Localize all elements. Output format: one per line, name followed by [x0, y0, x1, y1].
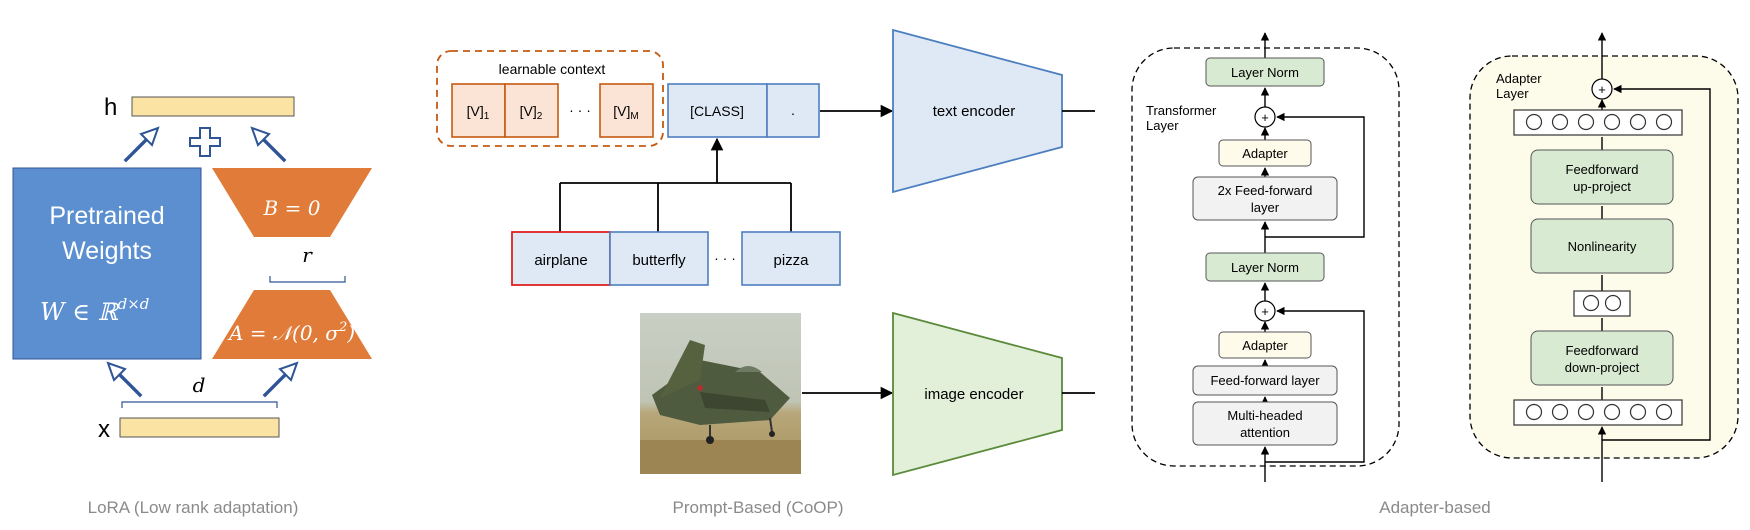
period-token	[766, 83, 820, 138]
ff2x-box	[1192, 176, 1338, 221]
pretrained-weights-box	[12, 167, 202, 360]
text-encoder-trapezoid	[892, 28, 1063, 194]
ff-up-line-1: Feedforward	[1566, 162, 1639, 177]
v1-label: [V]1	[467, 103, 490, 122]
class-airplane	[511, 231, 611, 286]
class-ellipsis: · · ·	[714, 250, 736, 266]
h-output-bar	[131, 96, 295, 117]
adapter-bottom-label: Adapter	[1242, 338, 1288, 353]
d-brace	[121, 401, 278, 408]
up-arrow-bottom-right-icon	[262, 361, 299, 398]
plus-icon	[189, 127, 221, 157]
adapter-top-label: Adapter	[1242, 146, 1288, 161]
class-airplane-label: airplane	[534, 252, 587, 269]
residual-add-top	[1254, 106, 1276, 128]
class-token	[667, 83, 768, 138]
coop-caption: Prompt-Based (CoOP)	[673, 498, 844, 517]
x-input-bar	[119, 417, 280, 438]
top-vector-icon	[1513, 109, 1683, 136]
pretrained-line-2: Weights	[62, 237, 152, 265]
period-token-label: .	[791, 102, 795, 118]
adapter-residual-add-label: +	[1598, 82, 1606, 97]
residual-add-top-label: +	[1261, 110, 1269, 125]
bottom-vector-icon	[1513, 399, 1683, 426]
adapter-layer-label-1: Adapter	[1496, 71, 1542, 86]
image-encoder-label: image encoder	[924, 386, 1023, 403]
class-pizza-label: pizza	[773, 252, 809, 269]
ff-down-line-1: Feedforward	[1566, 343, 1639, 358]
adapter-skip-connection	[1602, 84, 1711, 441]
class-token-label: [CLASS]	[690, 103, 744, 119]
context-token-vm	[599, 83, 654, 138]
airplane-photo	[640, 313, 801, 474]
adapter-top	[1218, 139, 1312, 167]
adapter-caption: Adapter-based	[1379, 498, 1491, 517]
mha-line-1: Multi-headed	[1227, 408, 1302, 423]
a-matrix-trapezoid	[212, 290, 372, 359]
b-label: B = 0	[263, 196, 321, 220]
adapter-layer-label-2: Layer	[1496, 86, 1529, 101]
b-matrix-trapezoid	[212, 168, 372, 237]
mha-box	[1192, 401, 1338, 446]
nonlinearity-label: Nonlinearity	[1568, 239, 1637, 254]
d-label: d	[193, 373, 206, 397]
bottleneck-vector-icon	[1573, 290, 1631, 317]
adapter-bottom	[1218, 331, 1312, 359]
up-arrow-left-icon	[123, 126, 160, 163]
x-label: x	[98, 416, 110, 443]
v2-label: [V]2	[520, 103, 543, 122]
pretrained-line-1: Pretrained	[49, 202, 164, 230]
residual-add-bottom-label: +	[1261, 304, 1269, 319]
class-pizza	[741, 231, 841, 286]
residual-path-bottom	[1265, 306, 1365, 463]
class-butterfly-label: butterfly	[632, 252, 686, 269]
h-label: h	[104, 94, 117, 121]
lora-panel: h Pretrained Weights W ∈ ℝd×d B = 0 r A …	[12, 94, 372, 517]
vm-label: [V]M	[613, 103, 638, 122]
nonlinearity-box	[1530, 218, 1674, 274]
ff-up-project-box	[1530, 149, 1674, 205]
r-brace	[269, 276, 346, 283]
class-butterfly	[609, 231, 709, 286]
ff-layer-label: Feed-forward layer	[1210, 373, 1320, 388]
adapter-residual-add	[1591, 78, 1613, 100]
ff-up-line-2: up-project	[1573, 179, 1631, 194]
residual-add-bottom	[1254, 300, 1276, 322]
transformer-label-1: Transformer	[1146, 103, 1217, 118]
layer-norm-top	[1205, 57, 1325, 87]
learnable-context-box	[436, 50, 664, 147]
adapter-panel: Transformer Layer Layer Norm + Adapter 2…	[1131, 32, 1739, 517]
context-ellipsis: · · ·	[569, 102, 591, 118]
a-label: A = 𝒩(0, σ2)	[227, 320, 355, 345]
ff-down-line-2: down-project	[1565, 360, 1640, 375]
transformer-label-2: Layer	[1146, 118, 1179, 133]
mha-line-2: attention	[1240, 425, 1290, 440]
coop-panel: learnable context [V]1 [V]2 · · · [V]M […	[436, 28, 1095, 517]
r-label: r	[302, 243, 313, 267]
ff-layer-box	[1192, 365, 1338, 396]
learnable-context-title: learnable context	[499, 61, 606, 77]
up-arrow-bottom-left-icon	[106, 361, 143, 398]
layer-norm-mid	[1205, 252, 1325, 282]
ff-down-project-box	[1530, 330, 1674, 386]
up-arrow-right-icon	[250, 126, 287, 163]
text-encoder-label: text encoder	[933, 103, 1016, 120]
context-token-v2	[504, 83, 559, 138]
layer-norm-top-label: Layer Norm	[1231, 65, 1299, 80]
layer-norm-mid-label: Layer Norm	[1231, 260, 1299, 275]
ff2x-line-1: 2x Feed-forward	[1218, 183, 1313, 198]
image-encoder-trapezoid	[892, 311, 1063, 477]
ff2x-line-2: layer	[1251, 200, 1280, 215]
weight-formula: W ∈ ℝd×d	[40, 295, 149, 326]
residual-path-top	[1265, 112, 1365, 238]
lora-caption: LoRA (Low rank adaptation)	[88, 498, 299, 517]
